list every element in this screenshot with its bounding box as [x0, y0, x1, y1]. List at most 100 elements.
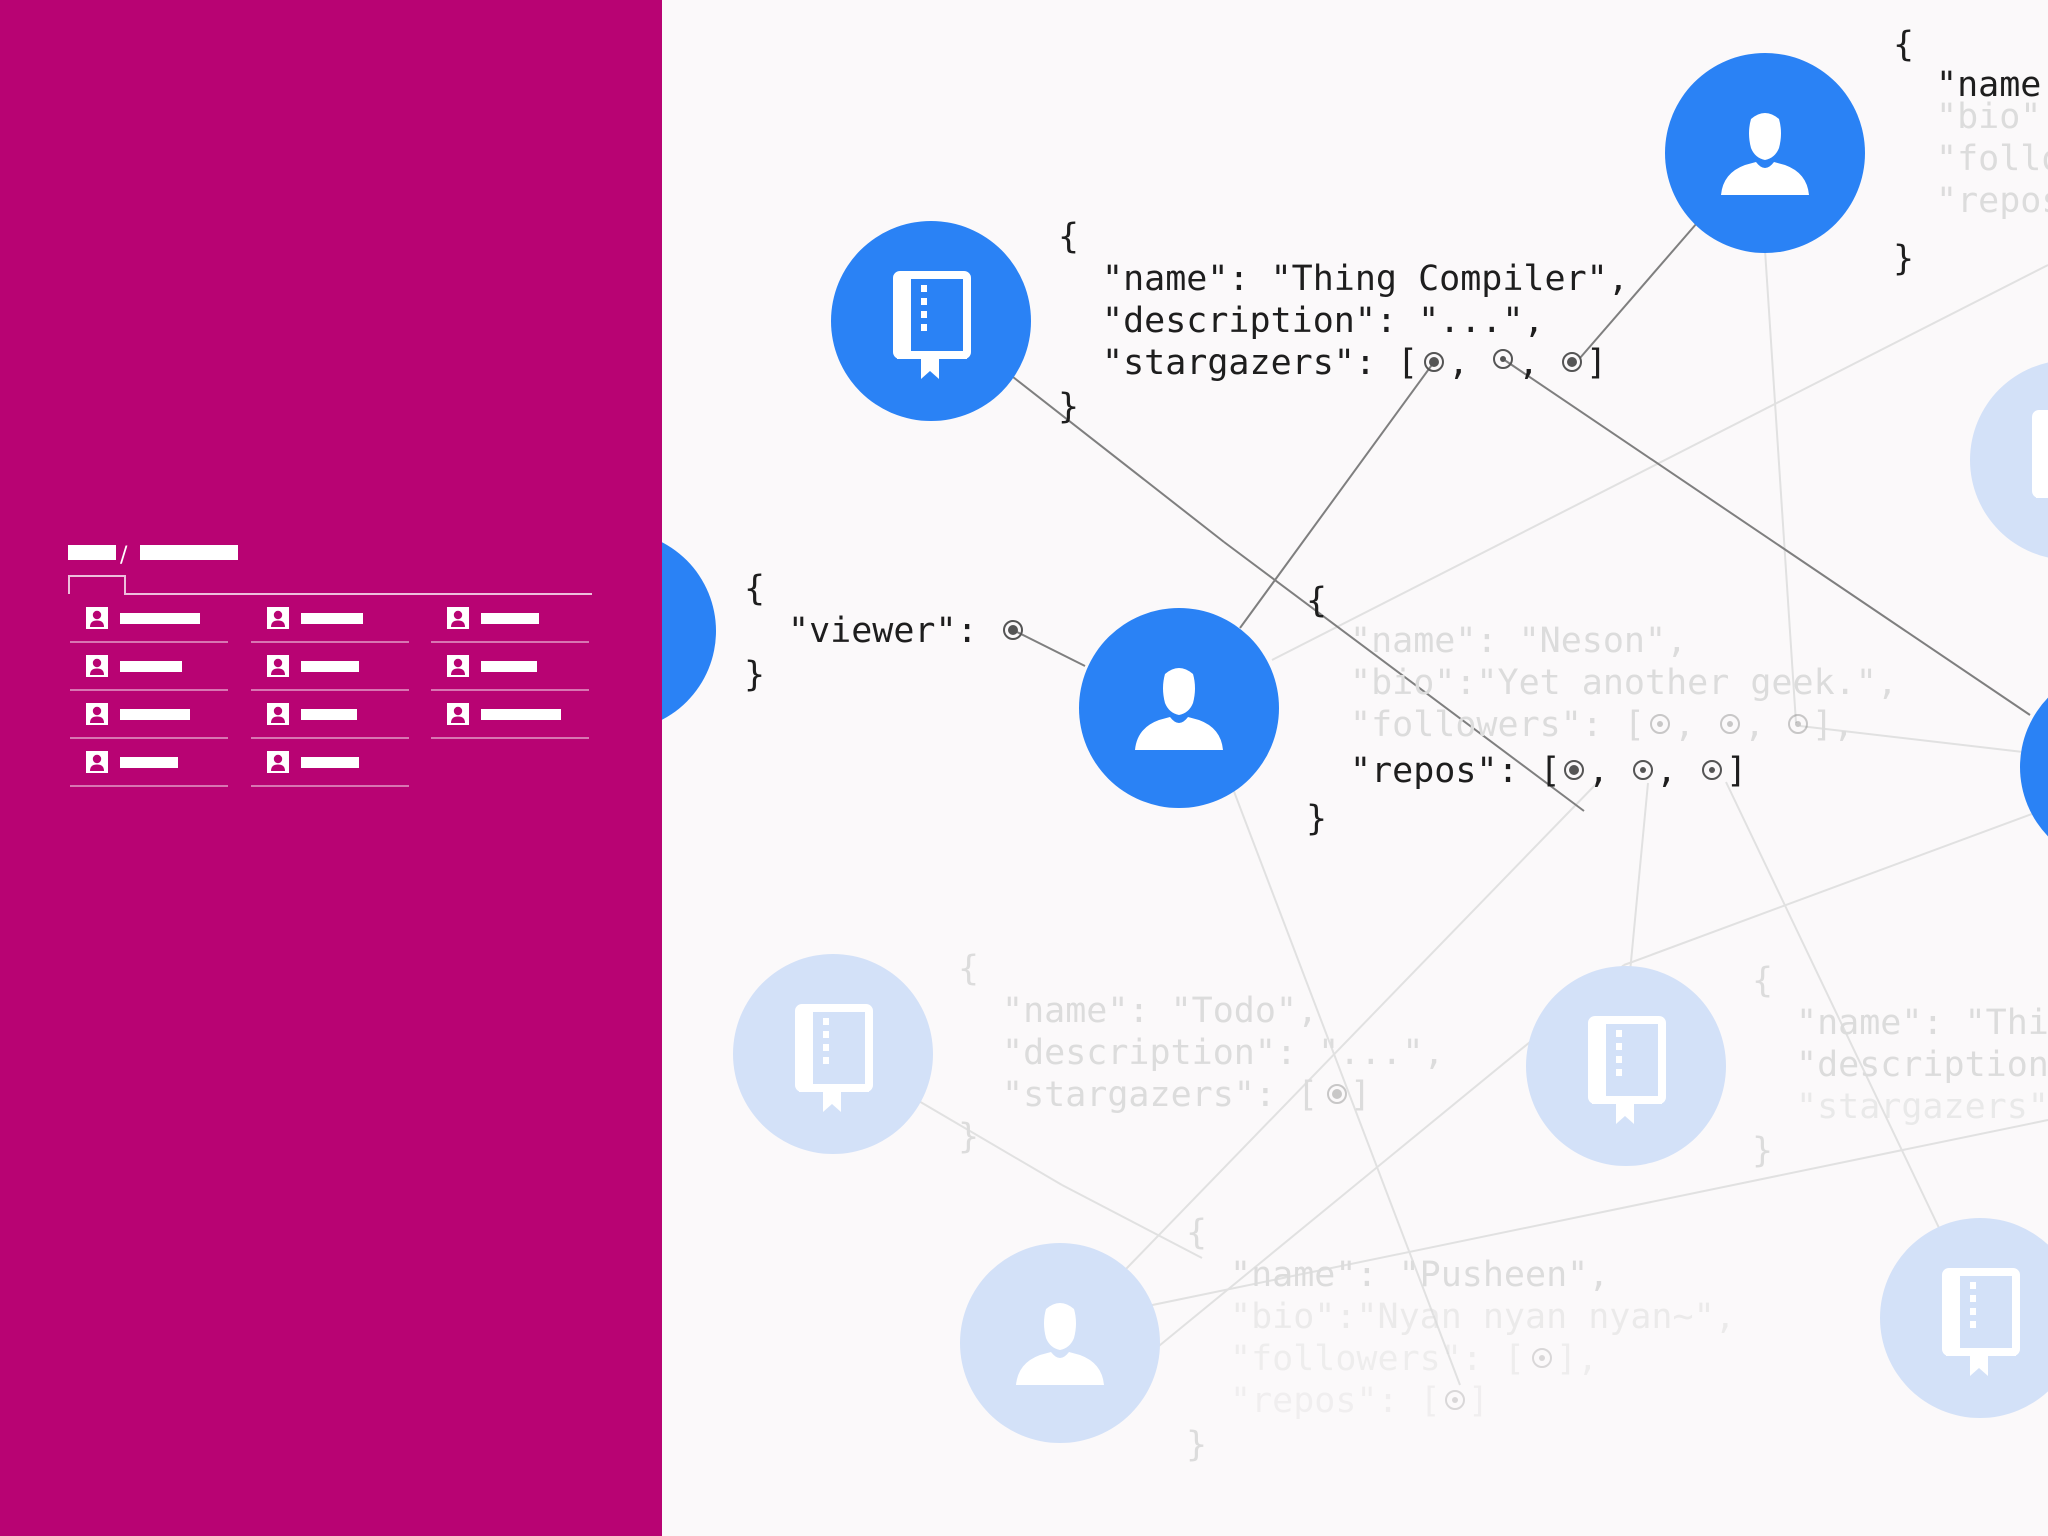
user-node-neson[interactable]: [1079, 608, 1279, 808]
ref-dot-icon: [1788, 714, 1808, 734]
user-card-icon: [86, 655, 108, 677]
code-line: ,: [1656, 751, 1677, 791]
user-node-right-edge[interactable]: [2020, 667, 2048, 867]
code-line: "viewer":: [788, 611, 978, 651]
edge: [1012, 629, 1086, 667]
code-brace: {: [744, 569, 765, 609]
code-line: ]: [1350, 1075, 1371, 1115]
code-line: "description: [1796, 1045, 2048, 1085]
code-line: ]: [1726, 751, 1747, 791]
edge: [1799, 725, 2024, 753]
code-brace: {: [1186, 1213, 1207, 1253]
code-brace: }: [744, 655, 765, 695]
active-edges: [1012, 222, 2031, 812]
ref-dot-icon: [1720, 714, 1740, 734]
code-line: "bio":"Yet another geek.",: [1350, 663, 1898, 703]
mini-list-item: [70, 751, 228, 787]
code-line: "name": "Thi: [1796, 1003, 2048, 1043]
code-line: ],: [1812, 705, 1854, 745]
edge: [1271, 264, 2048, 661]
user-node-top[interactable]: [1665, 53, 1865, 253]
code-line: "name: [1936, 65, 2041, 105]
repo-node-middle[interactable]: [1526, 966, 1726, 1166]
breadcrumb-bar-short: [68, 545, 116, 560]
code-line: "name": "Thing Compiler",: [1102, 259, 1629, 299]
edge: [1061, 1184, 1203, 1259]
mini-list-text-bar: [481, 709, 561, 720]
mini-list-item: [251, 703, 409, 739]
user-card-icon: [447, 607, 469, 629]
edge: [1725, 781, 1941, 1231]
edge: [1623, 807, 2048, 966]
code-brace: {: [958, 949, 979, 989]
breadcrumb-separator: /: [120, 543, 128, 568]
user-node-pusheen[interactable]: [960, 1243, 1160, 1443]
mini-list-text-bar: [120, 757, 178, 768]
code-brace: {: [1058, 217, 1079, 257]
code-line: ,: [1674, 705, 1695, 745]
mini-list-text-bar: [481, 613, 539, 624]
mini-list-text-bar: [481, 661, 537, 672]
code-line: "name": "Todo",: [1002, 991, 1318, 1031]
mini-list-item: [251, 751, 409, 787]
edge: [1012, 376, 1225, 543]
repo-node-todo[interactable]: [733, 954, 933, 1154]
edge: [1579, 222, 1698, 359]
user-card-icon: [267, 703, 289, 725]
ref-dot-icon: [1564, 760, 1584, 780]
code-brace: {: [1306, 581, 1327, 621]
mini-list-text-bar: [120, 661, 182, 672]
mini-list-text-bar: [301, 661, 359, 672]
code-line: ],: [1556, 1339, 1598, 1379]
ref-dot-icon: [1562, 352, 1582, 372]
ref-dot-icon: [1702, 760, 1722, 780]
repo-node-bottom-right[interactable]: [1880, 1218, 2048, 1418]
ref-dot-icon: [1650, 714, 1670, 734]
mini-list-text-bar: [301, 613, 363, 624]
mini-list-item: [70, 655, 228, 691]
code-brace: }: [958, 1117, 979, 1157]
edge: [1239, 361, 1435, 629]
repo-node-right-top[interactable]: [1970, 360, 2048, 560]
code-line: "stargazers": [1796, 1087, 2048, 1127]
code-brace: {: [1752, 961, 1773, 1001]
code-line: "name": "Pusheen",: [1230, 1255, 1609, 1295]
mini-list-grid: [70, 607, 589, 787]
user-card-icon: [447, 655, 469, 677]
edge: [1764, 249, 1797, 724]
mini-list-text-bar: [120, 613, 200, 624]
user-card-icon: [86, 751, 108, 773]
code-brace: }: [1058, 387, 1079, 427]
code-line: "repos": [: [1350, 751, 1561, 791]
edge: [1223, 541, 1585, 812]
active-code: { "viewer": } { "name": "Thing Compiler"…: [744, 25, 2041, 839]
mini-list-item: [431, 655, 589, 691]
code-line: ,: [1744, 705, 1765, 745]
mini-list-item: [431, 607, 589, 643]
mini-list-item: [70, 607, 228, 643]
ref-dot-icon: [1532, 1348, 1552, 1368]
ref-dot-icon: [1493, 349, 1513, 369]
code-line: "name": "Neson",: [1350, 621, 1687, 661]
edge: [899, 1089, 1063, 1186]
code-line: "description": "...",: [1002, 1033, 1445, 1073]
code-line: "followers": [: [1230, 1339, 1525, 1379]
code-line: "description": "...",: [1102, 301, 1545, 341]
faded-nodes: [733, 360, 2048, 1443]
mini-list-text-bar: [301, 709, 357, 720]
ref-dot-icon: [1633, 760, 1653, 780]
code-line: "bio": [1936, 97, 2041, 137]
edge: [1069, 1119, 2048, 1323]
code-line: "stargazers": [: [1102, 343, 1418, 383]
ref-dot-icon: [1003, 620, 1023, 640]
mini-list-item: [251, 655, 409, 691]
code-brace: }: [1752, 1131, 1773, 1171]
user-card-icon: [267, 751, 289, 773]
code-line: ,: [1518, 343, 1539, 383]
mini-list-item: [70, 703, 228, 739]
repo-node-thing-compiler[interactable]: [831, 221, 1031, 421]
code-brace: }: [1893, 239, 1914, 279]
code-brace: }: [1186, 1425, 1207, 1465]
left-panel: /: [0, 0, 662, 1536]
user-card-icon: [86, 607, 108, 629]
